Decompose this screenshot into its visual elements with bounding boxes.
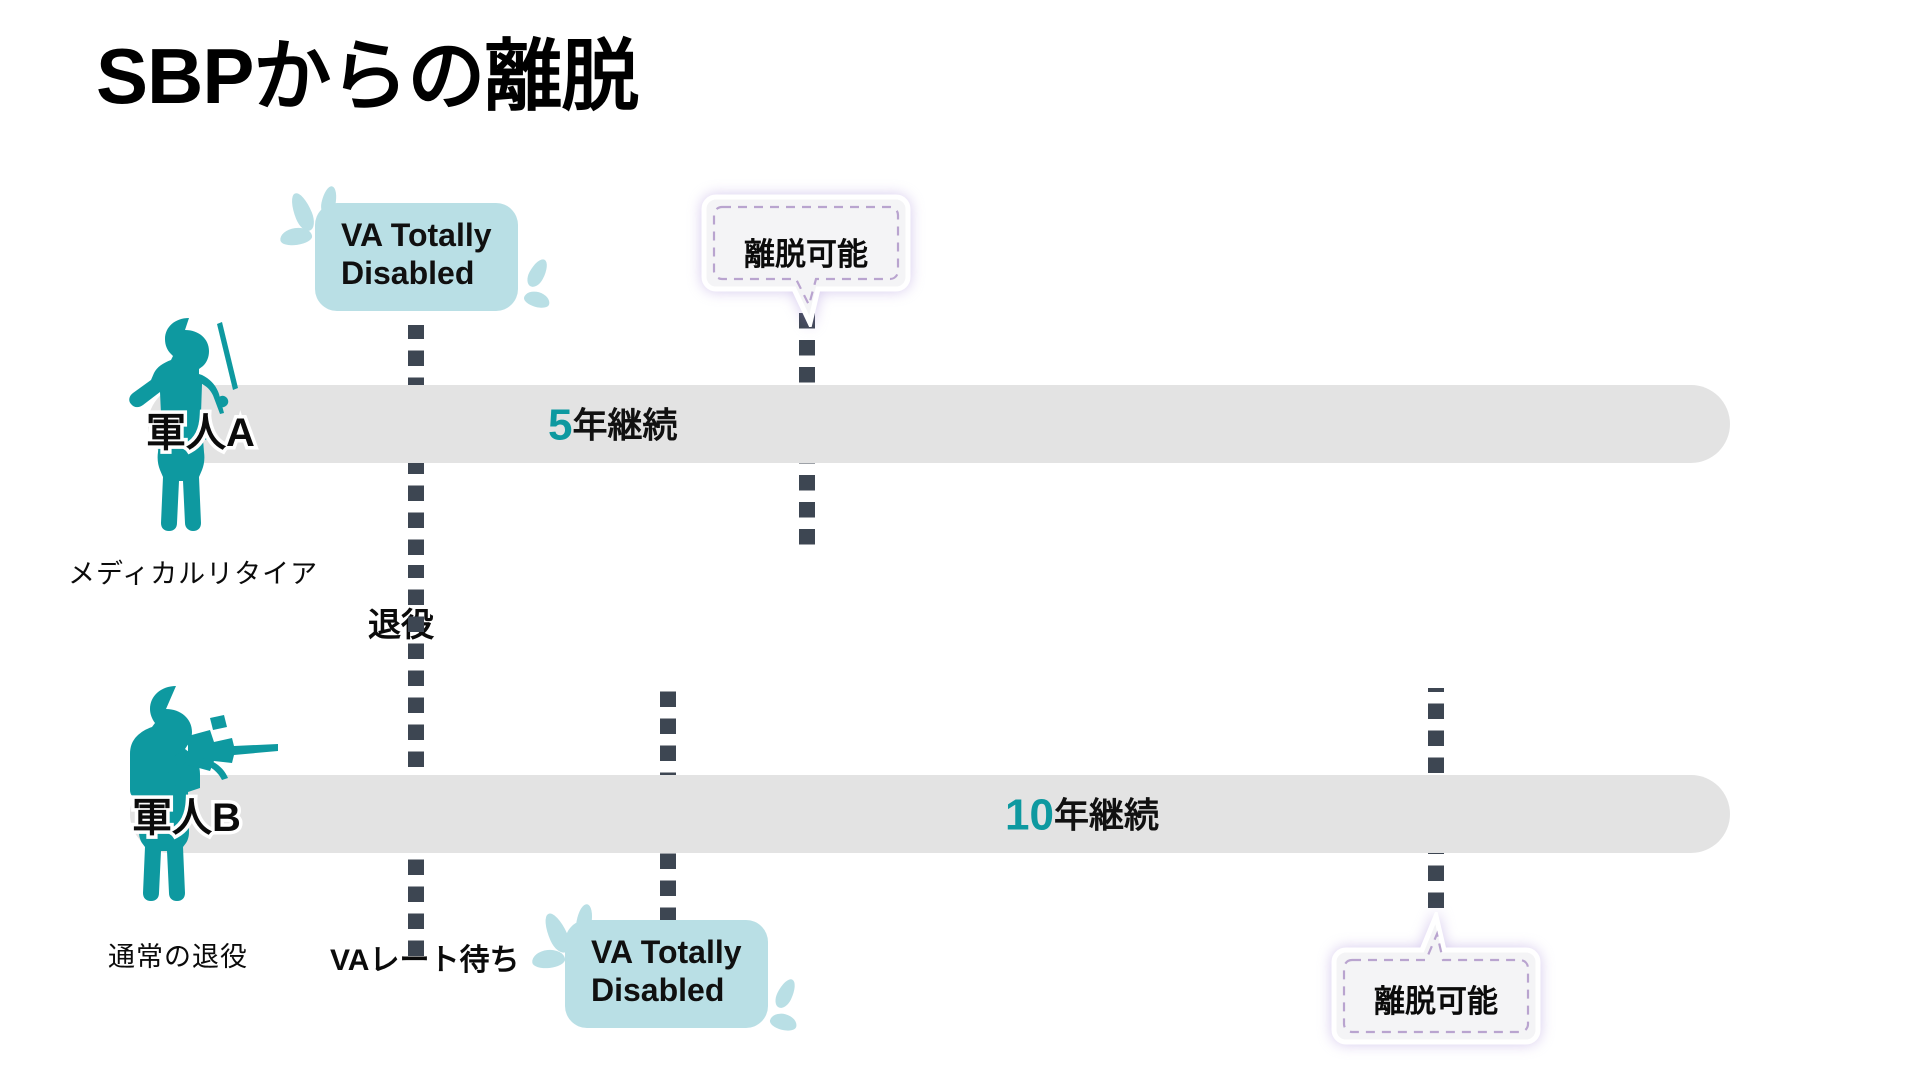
- callout-bubble-b: 離脱可能: [1330, 912, 1542, 1046]
- soldier-aiming-rifle-icon: [130, 686, 278, 901]
- callout-bubble-a: 離脱可能: [700, 193, 912, 327]
- dotted-guide-retire-b: [408, 565, 424, 965]
- callout-label-b: 離脱可能: [1374, 984, 1498, 1019]
- timeline-track-a: 5年継続: [148, 385, 1730, 463]
- timeline-track-b: 10年継続: [130, 775, 1730, 853]
- va-status-chip-a: VA Totally Disabled: [315, 203, 518, 311]
- caption-va-rate-wait: VAレート待ち: [330, 944, 520, 977]
- bubble-shape-b: [1331, 912, 1541, 1045]
- caption-normal-retire: 通常の退役: [108, 942, 248, 972]
- duration-label-b: 10年継続: [1005, 788, 1159, 841]
- duration-number-a: 5: [548, 400, 573, 450]
- va-status-chip-b: VA Totally Disabled: [565, 920, 768, 1028]
- sparkle-decoration-a-right: [522, 256, 574, 318]
- duration-label-a: 5年継続: [548, 398, 678, 451]
- soldier-a-name: 軍人A: [143, 408, 259, 459]
- sparkle-decoration-b-right: [768, 976, 824, 1044]
- caption-retire-tick: 退役: [368, 606, 434, 643]
- duration-unit-a: 年継続: [572, 406, 678, 446]
- callout-label-a: 離脱可能: [744, 237, 868, 272]
- caption-medical-retire: メディカルリタイア: [68, 559, 319, 589]
- bubble-shape-a: [701, 194, 911, 327]
- duration-number-b: 10: [1005, 790, 1054, 840]
- soldier-b-name: 軍人B: [129, 793, 245, 844]
- duration-unit-b: 年継続: [1053, 796, 1159, 836]
- soldier-saluting-icon: [129, 318, 238, 531]
- page-title: SBPからの離脱: [96, 32, 639, 120]
